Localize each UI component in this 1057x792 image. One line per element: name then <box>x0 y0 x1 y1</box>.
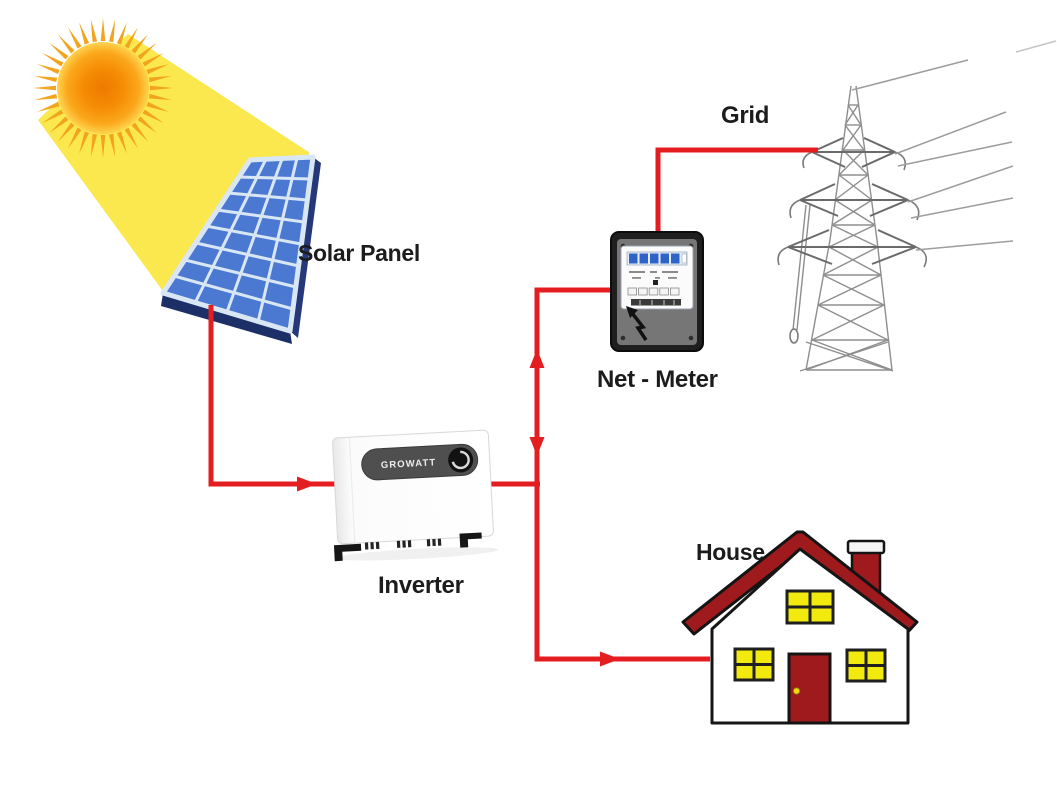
house-label: House <box>696 539 765 565</box>
solar-panel-label: Solar Panel <box>298 240 420 266</box>
right-window <box>845 648 887 683</box>
arrow-to-house <box>600 651 620 667</box>
net-meter-label: Net - Meter <box>597 366 718 393</box>
gable-window <box>785 589 835 625</box>
line-trunk-meter-house <box>534 287 710 662</box>
grid-label: Grid <box>721 102 770 129</box>
left-window <box>733 647 775 682</box>
chimney-cap <box>846 539 886 555</box>
house-icon <box>681 530 919 725</box>
inverter-brand-text: GROWATT <box>381 457 437 471</box>
grid-tower-icon <box>777 40 1057 372</box>
net-meter-icon <box>610 231 704 352</box>
flow-arrows <box>297 349 620 667</box>
arrow-down-from-meter <box>529 437 545 456</box>
power-wires <box>851 40 1057 251</box>
inverter-icon: GROWATT <box>332 429 499 562</box>
arrow-to-inverter <box>297 476 317 492</box>
solar-panel-icon <box>160 154 321 344</box>
sun-icon <box>33 18 173 158</box>
arrow-up-to-meter <box>529 349 545 368</box>
inverter-label: Inverter <box>378 572 464 599</box>
door-knob <box>792 687 801 695</box>
line-meter-to-grid <box>655 147 818 234</box>
